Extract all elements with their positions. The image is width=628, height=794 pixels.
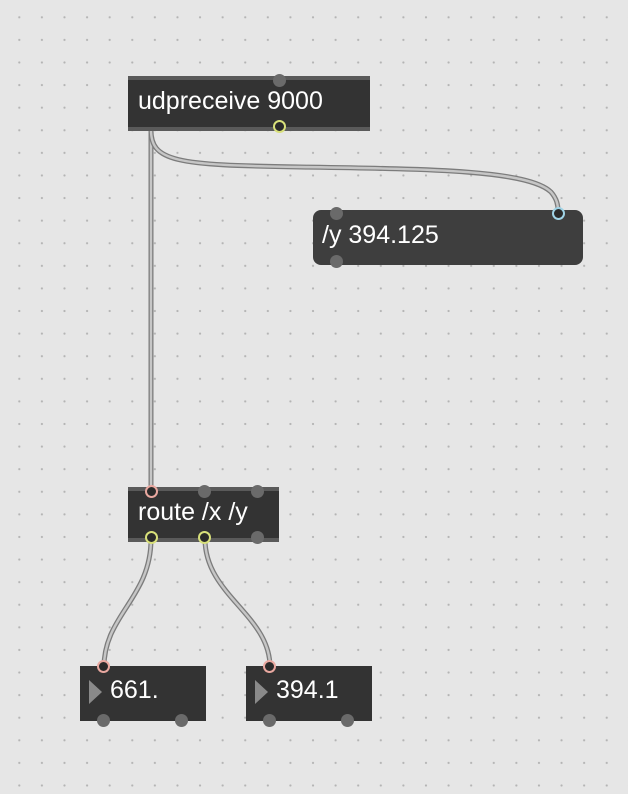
number-y-value: 394.1 xyxy=(276,676,339,704)
number-x-outlet-left[interactable] xyxy=(97,714,110,727)
route-outlet-x[interactable] xyxy=(145,531,158,544)
number-y-outlet-right[interactable] xyxy=(341,714,354,727)
number-y-inlet[interactable] xyxy=(263,660,276,673)
route-object[interactable]: route /x /y xyxy=(128,485,279,544)
route-outlet-reject[interactable] xyxy=(251,531,264,544)
message-outlet[interactable] xyxy=(330,255,343,268)
cord-route-y-to-number[interactable] xyxy=(202,536,273,670)
number-triangle-icon xyxy=(89,680,102,704)
number-x-outlet-right[interactable] xyxy=(175,714,188,727)
number-box-x[interactable]: 661. xyxy=(80,660,206,727)
udpreceive-label: udpreceive 9000 xyxy=(138,87,323,115)
message-label: /y 394.125 xyxy=(322,221,439,249)
route-left-inlet[interactable] xyxy=(145,485,158,498)
message-inlet[interactable] xyxy=(330,207,343,220)
number-y-outlet-left[interactable] xyxy=(263,714,276,727)
cord-route-x-to-number[interactable] xyxy=(101,536,154,670)
number-box-y[interactable]: 394.1 xyxy=(246,660,372,727)
udpreceive-object[interactable]: udpreceive 9000 xyxy=(128,74,370,133)
route-right-inlet[interactable] xyxy=(251,485,264,498)
number-x-inlet[interactable] xyxy=(97,660,110,673)
message-right-inlet[interactable] xyxy=(552,207,565,220)
udpreceive-inlet[interactable] xyxy=(273,74,286,87)
cord-udpreceive-to-message[interactable] xyxy=(148,125,561,214)
route-label: route /x /y xyxy=(138,498,248,526)
udpreceive-outlet[interactable] xyxy=(273,120,286,133)
route-middle-inlet[interactable] xyxy=(198,485,211,498)
message-box[interactable]: /y 394.125 xyxy=(313,207,583,268)
number-triangle-icon xyxy=(255,680,268,704)
number-x-value: 661. xyxy=(110,676,159,704)
route-outlet-y[interactable] xyxy=(198,531,211,544)
